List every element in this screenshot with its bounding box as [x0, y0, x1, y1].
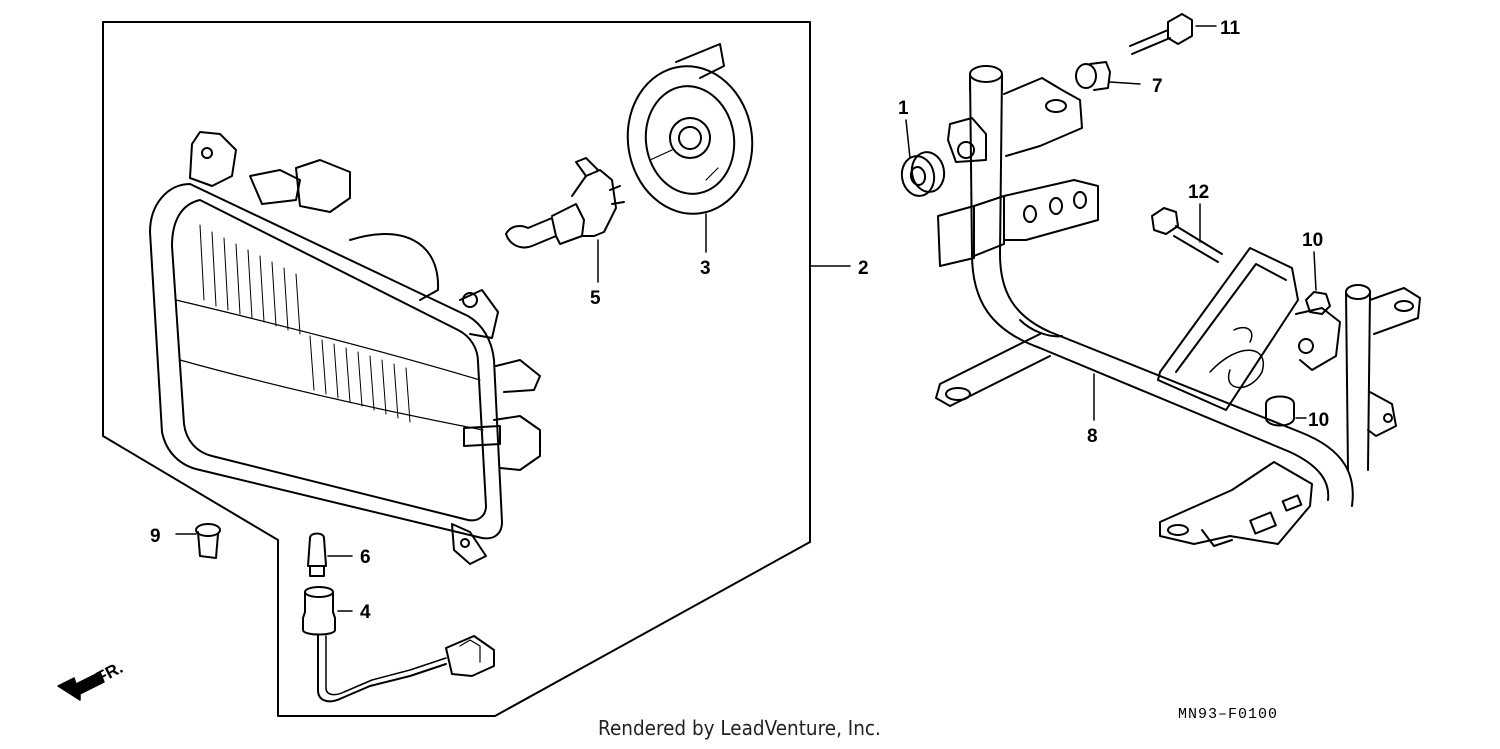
front-direction-arrow-icon: FR.: [57, 658, 126, 701]
screw: [175, 523, 221, 559]
callout-1: 1: [898, 98, 909, 119]
bolt-upper: [1129, 13, 1217, 55]
assembly-boundary: [102, 21, 811, 717]
leader-7: [1109, 81, 1141, 85]
diagram-code: MN93–F0100: [1178, 706, 1279, 723]
bulb-socket: [302, 586, 495, 703]
callout-4: 4: [360, 602, 371, 623]
callout-10-upper: 10: [1302, 230, 1323, 251]
callout-5: 5: [590, 288, 601, 309]
callout-7: 7: [1152, 76, 1163, 97]
rendered-by-credit: Rendered by LeadVenture, Inc.: [598, 716, 881, 740]
callout-9: 9: [150, 526, 161, 547]
headlight-stay: [935, 65, 1421, 547]
callout-10-lower: 10: [1308, 410, 1329, 431]
callout-3: 3: [700, 258, 711, 279]
bolt-lower: [1151, 203, 1223, 263]
nut-upper: [1305, 251, 1331, 315]
nut-lower: [1265, 395, 1307, 427]
headlight-unit: [149, 131, 541, 565]
dust-cover: [626, 43, 754, 253]
leader-1: [905, 119, 911, 159]
leader-10a: [1313, 251, 1317, 291]
callout-2: 2: [858, 258, 869, 279]
position-bulb: [307, 532, 353, 577]
callout-6: 6: [360, 547, 371, 568]
callout-12: 12: [1188, 182, 1209, 203]
halogen-bulb: [505, 157, 625, 283]
grommet: [900, 119, 946, 197]
callout-11: 11: [1220, 18, 1241, 39]
collar: [1075, 61, 1141, 91]
callout-8: 8: [1087, 426, 1098, 447]
